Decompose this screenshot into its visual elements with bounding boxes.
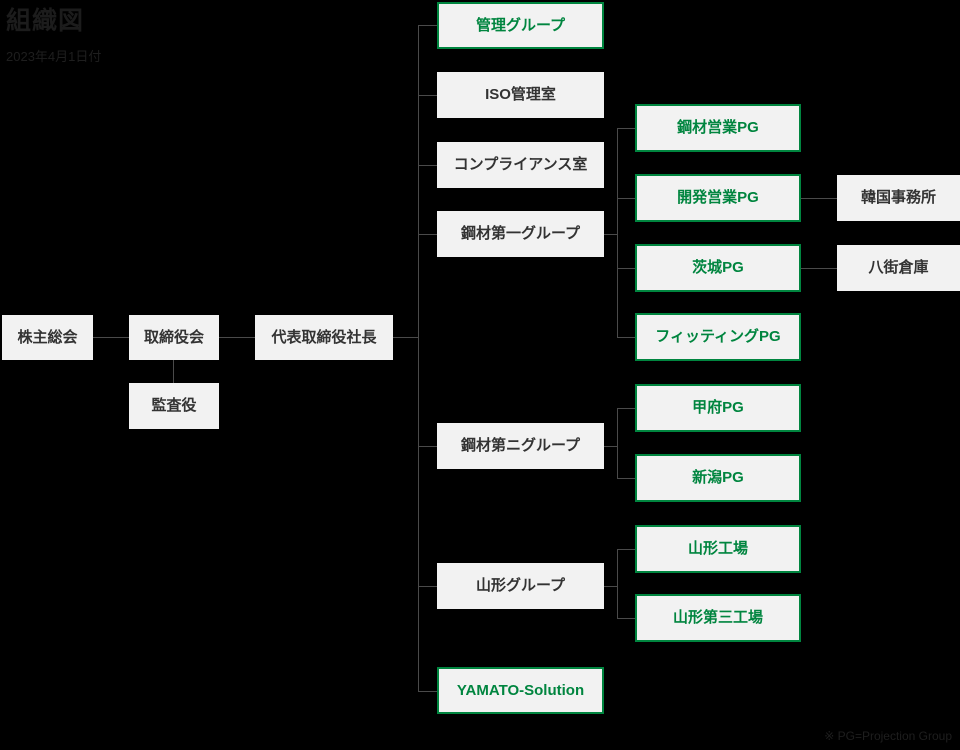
node-steel-sales-pg[interactable]: 鋼材営業PG	[635, 104, 801, 152]
node-label: フィッティングPG	[655, 328, 781, 345]
subtrunk-yamagata-group	[617, 549, 618, 618]
node-label: 監査役	[151, 397, 197, 414]
branch-steel-group-1	[418, 234, 438, 235]
node-kanri-group[interactable]: 管理グループ	[437, 2, 604, 49]
page-title: 組織図	[6, 7, 85, 35]
branch-kanri-group	[418, 25, 438, 26]
node-president[interactable]: 代表取締役社長	[255, 315, 393, 360]
node-label: 管理グループ	[475, 16, 566, 34]
connector-shareholders-board	[93, 337, 129, 338]
node-label: 八街倉庫	[868, 259, 929, 276]
node-label: 茨城PG	[692, 259, 744, 276]
connector-dev-sales-korea	[801, 198, 837, 199]
branch-dev-sales-pg	[617, 198, 635, 199]
node-yamagata-plant-3[interactable]: 山形第三工場	[635, 594, 801, 642]
connector-steel2-subtrunk	[604, 446, 617, 447]
node-label: 鋼材第一グループ	[460, 225, 581, 242]
node-yachimata-warehouse[interactable]: 八街倉庫	[837, 245, 960, 291]
node-niigata-pg[interactable]: 新潟PG	[635, 454, 801, 502]
branch-ibaraki-pg	[617, 268, 635, 269]
node-ibaraki-pg[interactable]: 茨城PG	[635, 244, 801, 292]
branch-yamagata-group	[418, 586, 438, 587]
branch-steel-sales-pg	[617, 128, 635, 129]
node-label: 山形工場	[687, 540, 748, 557]
connector-steel1-subtrunk	[604, 234, 617, 235]
node-korea-office[interactable]: 韓国事務所	[837, 175, 960, 221]
node-steel-group-1[interactable]: 鋼材第一グループ	[437, 211, 604, 257]
subtrunk-steel-group-2	[617, 408, 618, 478]
node-label: 開発営業PG	[677, 189, 759, 206]
node-label: 新潟PG	[692, 469, 744, 486]
node-label: 韓国事務所	[860, 189, 936, 206]
node-kofu-pg[interactable]: 甲府PG	[635, 384, 801, 432]
node-label: コンプライアンス室	[453, 156, 588, 173]
node-compliance-office[interactable]: コンプライアンス室	[437, 142, 604, 188]
connector-board-auditor	[173, 360, 174, 383]
node-label: 山形グループ	[475, 577, 566, 594]
node-shareholders-meeting[interactable]: 株主総会	[2, 315, 93, 360]
node-label: 株主総会	[17, 328, 78, 346]
page-date: 2023年4月1日付	[6, 49, 102, 64]
node-label: ISO管理室	[485, 86, 556, 103]
connector-ibaraki-yachimata	[801, 268, 837, 269]
connector-board-president	[219, 337, 255, 338]
node-label: 代表取締役社長	[271, 328, 377, 346]
node-yamagata-group[interactable]: 山形グループ	[437, 563, 604, 609]
node-fitting-pg[interactable]: フィッティングPG	[635, 313, 801, 361]
node-label: 取締役会	[143, 328, 204, 346]
subtrunk-steel-group-1	[617, 128, 618, 337]
connector-yamagata-subtrunk	[604, 586, 617, 587]
branch-steel-group-2	[418, 446, 438, 447]
branch-yamagata-plant-3	[617, 618, 635, 619]
branch-compliance-office	[418, 165, 438, 166]
branch-iso-office	[418, 95, 438, 96]
node-dev-sales-pg[interactable]: 開発営業PG	[635, 174, 801, 222]
node-label: 鋼材営業PG	[677, 119, 759, 136]
branch-yamato-solution	[418, 691, 438, 692]
node-yamato-solution[interactable]: YAMATO-Solution	[437, 667, 604, 714]
node-board-of-directors[interactable]: 取締役会	[129, 315, 219, 360]
node-iso-office[interactable]: ISO管理室	[437, 72, 604, 118]
connector-president-trunk	[393, 337, 418, 338]
branch-fitting-pg	[617, 337, 635, 338]
branch-kofu-pg	[617, 408, 635, 409]
branch-niigata-pg	[617, 478, 635, 479]
footnote-pg-legend: ※ PG=Projection Group	[824, 729, 952, 743]
node-label: 鋼材第ニグループ	[460, 437, 581, 454]
node-auditor[interactable]: 監査役	[129, 383, 219, 429]
node-steel-group-2[interactable]: 鋼材第ニグループ	[437, 423, 604, 469]
node-label: 山形第三工場	[672, 609, 763, 626]
branch-yamagata-plant	[617, 549, 635, 550]
trunk-vertical-main	[418, 25, 419, 691]
node-label: YAMATO-Solution	[456, 681, 585, 699]
node-yamagata-plant[interactable]: 山形工場	[635, 525, 801, 573]
node-label: 甲府PG	[692, 399, 744, 416]
